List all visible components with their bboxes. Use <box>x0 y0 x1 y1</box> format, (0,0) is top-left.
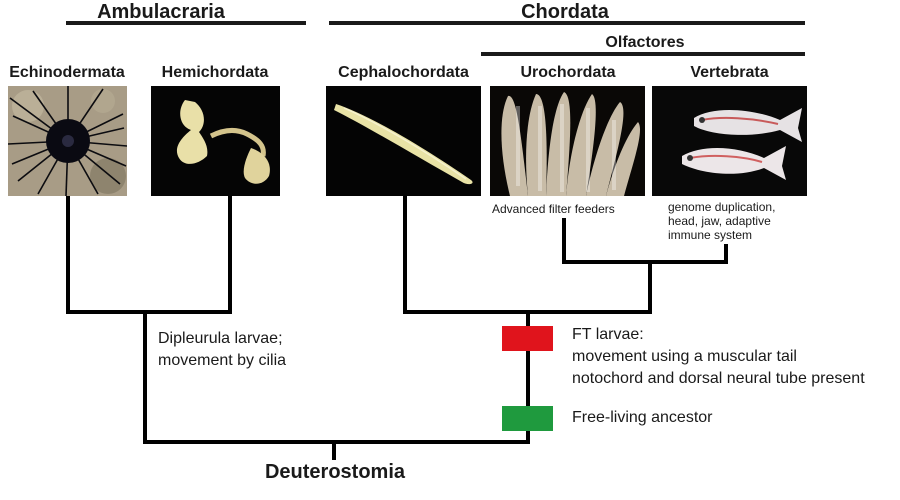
free-living-ancestor-marker <box>502 406 553 431</box>
sea-squirt-image <box>490 86 645 196</box>
free-living-ancestor-note: Free-living ancestor <box>572 409 713 426</box>
cephalochordata-branch <box>403 196 407 314</box>
group-chordata-label: Chordata <box>521 1 609 23</box>
group-olfactores-bar <box>481 52 805 56</box>
dipleurula-note-line2: movement by cilia <box>158 352 287 369</box>
olfactores-stem <box>648 260 652 314</box>
ambulacraria-stem <box>143 310 147 444</box>
zebrafish-image <box>652 86 807 196</box>
sea-urchin-image <box>8 86 127 196</box>
group-ambulacraria-label: Ambulacraria <box>97 1 225 23</box>
ft-larvae-note-line1: FT larvae: <box>572 326 644 343</box>
urochordata-note: Advanced filter feeders <box>492 202 615 216</box>
lancelet-image <box>326 86 481 196</box>
vertebrata-note-line3: immune system <box>668 228 753 242</box>
ambulacraria-join <box>66 310 232 314</box>
ft-larvae-note-line3: notochord and dorsal neural tube present <box>572 370 865 387</box>
vertebrata-branch <box>724 244 728 264</box>
echinodermata-branch <box>66 196 70 314</box>
vertebrata-note-line1: genome duplication, <box>668 200 776 214</box>
ft-larvae-marker <box>502 326 553 351</box>
hemichordata-branch <box>228 196 232 314</box>
deuterostomia-label: Deuterostomia <box>264 461 406 483</box>
deuterostomia-stem <box>332 440 336 460</box>
taxon-urochordata-label: Urochordata <box>520 64 616 81</box>
urochordata-branch <box>562 218 566 264</box>
deuterostomia-join <box>143 440 530 444</box>
chordata-stem <box>526 310 530 444</box>
olfactores-join <box>562 260 728 264</box>
taxon-echinodermata-label: Echinodermata <box>9 64 125 81</box>
group-ambulacraria-bar <box>66 21 306 25</box>
taxon-hemichordata-label: Hemichordata <box>161 64 269 81</box>
vertebrata-note-line2: head, jaw, adaptive <box>668 214 771 228</box>
dipleurula-note-line1: Dipleurula larvae; <box>158 330 283 347</box>
group-chordata-bar <box>329 21 805 25</box>
taxon-vertebrata-label: Vertebrata <box>690 64 769 81</box>
group-olfactores-label: Olfactores <box>605 34 685 51</box>
ft-larvae-note-line2: movement using a muscular tail <box>572 348 797 365</box>
taxon-cephalochordata-label: Cephalochordata <box>338 64 469 81</box>
acorn-worm-image <box>151 86 280 196</box>
